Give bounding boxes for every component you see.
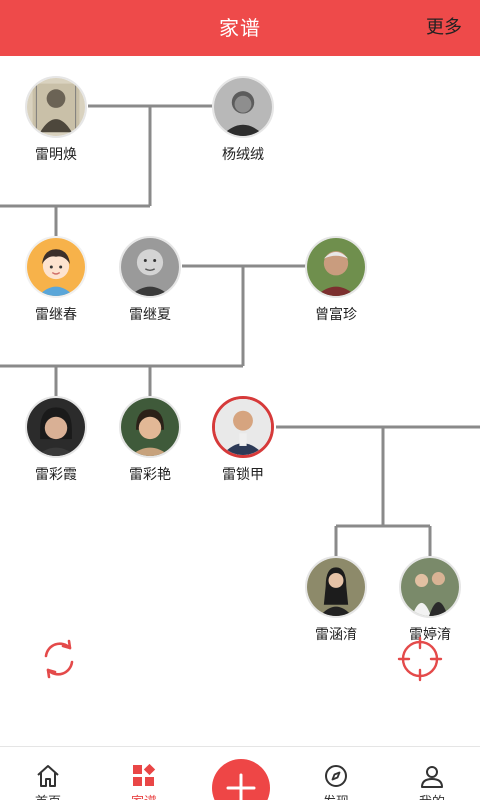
- grid-icon: [133, 763, 156, 786]
- tab-label: 发现: [288, 791, 384, 800]
- tab-label: 家谱: [96, 791, 192, 800]
- person-node[interactable]: 雷彩霞: [11, 396, 101, 484]
- person-name: 雷涵淯: [315, 627, 357, 643]
- person-name: 雷彩霞: [35, 467, 77, 483]
- avatar: [212, 396, 274, 458]
- avatar: [305, 556, 367, 618]
- more-button[interactable]: 更多: [426, 17, 462, 38]
- avatar: [305, 236, 367, 298]
- bottom-tab-bar: 首页 家谱 发现 我的: [0, 746, 480, 800]
- tab-family-tree[interactable]: 家谱: [96, 747, 192, 800]
- person-node[interactable]: 雷涵淯: [291, 556, 381, 644]
- avatar: [212, 76, 274, 138]
- avatar: [25, 76, 87, 138]
- person-name: 雷明焕: [35, 147, 77, 163]
- tab-discover[interactable]: 发现: [288, 747, 384, 800]
- tree-connector-lines: [0, 104, 480, 556]
- tab-mine[interactable]: 我的: [384, 747, 480, 800]
- avatar: [399, 556, 461, 618]
- avatar: [25, 236, 87, 298]
- person-node-selected[interactable]: 雷锁甲: [198, 396, 288, 484]
- person-node[interactable]: 雷明焕: [11, 76, 101, 164]
- person-name: 雷继夏: [129, 307, 171, 323]
- crosshair-icon: [397, 636, 443, 682]
- person-node[interactable]: 雷继春: [11, 236, 101, 324]
- person-node[interactable]: 曾富珍: [291, 236, 381, 324]
- tab-label: 首页: [0, 791, 96, 800]
- person-node[interactable]: 杨绒绒: [198, 76, 288, 164]
- person-name: 雷锁甲: [222, 467, 264, 483]
- person-node[interactable]: 雷继夏: [105, 236, 195, 324]
- person-name: 雷彩艳: [129, 467, 171, 483]
- compass-icon: [325, 765, 347, 787]
- plus-icon: [226, 773, 256, 800]
- refresh-button[interactable]: [36, 636, 82, 682]
- top-bar: 家谱 更多: [0, 0, 480, 56]
- person-name: 杨绒绒: [222, 147, 264, 163]
- person-name: 雷继春: [35, 307, 77, 323]
- avatar: [25, 396, 87, 458]
- page-title: 家谱: [219, 16, 261, 40]
- refresh-icon: [44, 639, 74, 679]
- family-tree-canvas[interactable]: 雷明焕 杨绒绒 雷继春: [0, 56, 480, 746]
- avatar: [119, 236, 181, 298]
- home-icon: [37, 765, 59, 787]
- add-member-button[interactable]: [212, 759, 270, 800]
- person-name: 曾富珍: [315, 307, 357, 323]
- user-icon: [421, 766, 443, 788]
- avatar: [119, 396, 181, 458]
- tab-label: 我的: [384, 791, 480, 800]
- person-node[interactable]: 雷婷淯: [385, 556, 475, 644]
- person-node[interactable]: 雷彩艳: [105, 396, 195, 484]
- tab-home[interactable]: 首页: [0, 747, 96, 800]
- locate-button[interactable]: [397, 636, 443, 682]
